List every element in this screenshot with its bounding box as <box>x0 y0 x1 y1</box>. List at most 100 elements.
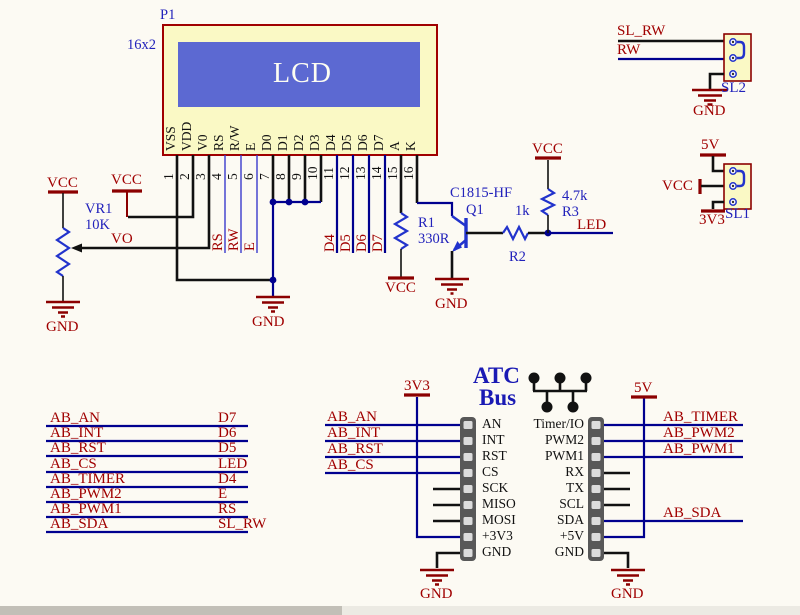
lcd-screen <box>178 42 420 107</box>
net-ab-an: AB_AN <box>327 409 378 425</box>
scrollbar-thumb[interactable] <box>0 606 342 615</box>
xref-right-3: D5 <box>218 440 237 456</box>
gnd-data: GND <box>252 314 285 330</box>
net-d7: D7 <box>370 234 386 252</box>
net-rw-stub: RW <box>226 228 242 251</box>
xref-right-1: D7 <box>218 410 237 426</box>
net-rs: RS <box>210 233 226 251</box>
connector-sl2 <box>618 33 752 106</box>
lcd-pin-name-16: K <box>403 141 418 151</box>
xref-right-6: E <box>218 486 228 502</box>
pot-ref: VR1 <box>85 201 113 217</box>
emitter-arrow <box>452 241 462 252</box>
sl1-ref: SL1 <box>725 206 751 222</box>
lcd-pin-num-11: 11 <box>321 167 336 180</box>
lcd-screen-text: LCD <box>273 58 332 89</box>
r3-ref: R3 <box>562 204 579 220</box>
r2-ref: R2 <box>509 249 526 265</box>
hdrL-pin-gnd: GND <box>482 544 512 559</box>
net-ab-sda: AB_SDA <box>663 505 722 521</box>
gnd-symbol-data <box>256 295 290 313</box>
xref-left-8: AB_SDA <box>50 516 109 532</box>
hdrL-pin-miso: MISO <box>482 496 516 511</box>
lcd-pin-num-16: 16 <box>401 166 416 181</box>
gnd-q1: GND <box>435 296 468 312</box>
net-ab-int: AB_INT <box>327 425 381 441</box>
net-5v-bus: 5V <box>634 380 653 396</box>
gnd-pot: GND <box>46 319 79 335</box>
xref-right-7: RS <box>218 501 237 517</box>
bus-left-header <box>325 393 476 586</box>
net-vcc-r1: VCC <box>385 280 416 296</box>
lcd-pin-num-2: 2 <box>177 173 192 180</box>
xref-left-3: AB_RST <box>50 440 106 456</box>
lcd-pin-num-14: 14 <box>369 166 384 181</box>
net-d5: D5 <box>338 234 354 252</box>
lcd-pin-num-6: 6 <box>241 173 256 180</box>
xref-left-4: AB_CS <box>50 456 97 472</box>
hdrR-pin-scl: SCL <box>559 496 584 511</box>
hdrR-pin-timerio: Timer/IO <box>533 416 584 431</box>
lcd-pin-num-8: 8 <box>273 173 288 180</box>
potentiometer-vr1 <box>46 190 80 318</box>
lcd-module <box>162 24 438 156</box>
lcd-pin-name-13: D6 <box>355 134 370 152</box>
lcd-pin-name-7: D0 <box>259 134 274 152</box>
lcd-pin-num-1: 1 <box>161 173 176 180</box>
hdrL-pin-rst: RST <box>482 448 507 463</box>
horizontal-scrollbar[interactable] <box>0 606 800 615</box>
sl2-ref: SL2 <box>721 80 747 96</box>
lcd-size: 16x2 <box>127 37 156 53</box>
net-3v3-sl1: 3V3 <box>699 212 725 228</box>
xref-right-4: LED <box>218 456 248 472</box>
lcd-pin-name-3: V0 <box>195 134 210 152</box>
xref-right-5: D4 <box>218 471 237 487</box>
lcd-pin-num-7: 7 <box>257 173 272 180</box>
net-ab-rst: AB_RST <box>327 441 383 457</box>
hdrR-pin-sda: SDA <box>556 512 584 527</box>
lcd-pin-name-12: D5 <box>339 134 354 152</box>
hdrR-pin-pwm1: PWM1 <box>544 448 584 463</box>
net-ab-pwm1: AB_PWM1 <box>663 441 735 457</box>
xref-table-wires <box>46 424 248 534</box>
resistor-r1 <box>388 212 414 280</box>
lcd-pin-name-4: RS <box>211 134 226 151</box>
gnd-bus-right: GND <box>611 586 644 602</box>
xref-right-8: SL_RW <box>218 516 267 532</box>
net-vcc-vdd: VCC <box>111 172 142 188</box>
lcd-pin-num-10: 10 <box>305 166 320 181</box>
hdrR-pin-tx: TX <box>566 480 584 495</box>
hdrL-pin-int: INT <box>482 432 505 447</box>
xref-right-2: D6 <box>218 425 237 441</box>
net-e: E <box>242 242 258 251</box>
gnd-sl2: GND <box>693 103 726 119</box>
net-ab-pwm2: AB_PWM2 <box>663 425 735 441</box>
r1-ref: R1 <box>418 215 435 231</box>
lcd-pin-name-10: D3 <box>307 134 322 152</box>
resistor-r2-r3 <box>466 156 613 242</box>
net-vcc-r3: VCC <box>532 141 563 157</box>
hdrR-pin-gnd: GND <box>554 544 584 559</box>
hdrR-pin-rx: RX <box>565 464 584 479</box>
hdrL-pin-sck: SCK <box>482 480 509 495</box>
net-sl-rw: SL_RW <box>617 23 666 39</box>
hdrR-pin-5v: +5V <box>559 528 584 543</box>
net-d6: D6 <box>354 234 370 252</box>
atc-bus-icon <box>528 372 592 413</box>
atc-title-1: ATC <box>473 363 520 388</box>
lcd-pin-name-11: D4 <box>323 134 338 152</box>
q1-part: C1815-HF <box>450 185 513 201</box>
net-5v-sl1: 5V <box>701 137 720 153</box>
lcd-pin-name-1: VSS <box>163 126 178 151</box>
lcd-pin-name-8: D1 <box>275 134 290 152</box>
xref-left-2: AB_INT <box>50 425 104 441</box>
r1-value: 330R <box>418 231 450 247</box>
lcd-pin-num-4: 4 <box>209 173 224 180</box>
net-led: LED <box>577 217 607 233</box>
sl2-jumper-wire <box>737 40 746 60</box>
q1-ref: Q1 <box>466 202 484 218</box>
atc-title-2: Bus <box>479 385 517 410</box>
lcd-pin-num-5: 5 <box>225 173 240 180</box>
lcd-pin-num-15: 15 <box>385 166 400 181</box>
